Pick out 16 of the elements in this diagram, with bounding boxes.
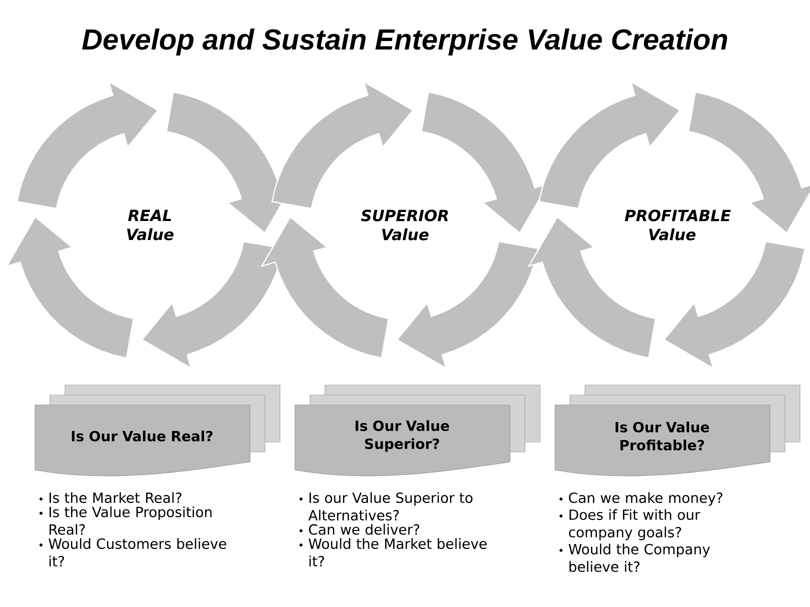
bullet-item: Is the Market Real? (50, 492, 182, 504)
bullet-item: Is our Value Superior to Alternatives? (308, 492, 472, 521)
bullet-item: Can we make money? (569, 492, 722, 506)
bullet-item: Would Customers believe it? (48, 538, 226, 566)
document-stack: Is Our Value Superior? (294, 384, 540, 476)
document-stack: Is Our Value Real? (34, 384, 280, 476)
bullet-item: Would the Market believe it? (308, 538, 487, 566)
bullet-item: Would the Company believe it? (568, 544, 710, 572)
bullet-item: Can we deliver? (309, 524, 420, 535)
cycle-label: SUPERIOR Value (360, 210, 448, 240)
title: Develop and Sustain Enterprise Value Creation (82, 28, 728, 56)
bullet-item: Does if Fit with our company goals? (568, 509, 700, 540)
cycle-label: REAL Value (127, 210, 174, 240)
document-stack: Is Our Value Profitable? (554, 384, 800, 476)
bullet-item: Is the Value Proposition Real? (50, 506, 212, 535)
cycle-label: PROFITABLE Value (624, 210, 731, 240)
